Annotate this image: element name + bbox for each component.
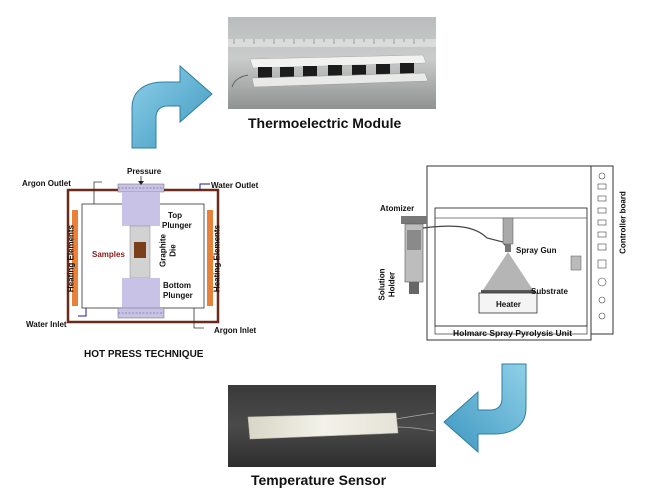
water-outlet-label: Water Outlet — [211, 181, 259, 190]
curved-arrow-up-right-icon — [131, 64, 213, 149]
water-inlet-label: Water Inlet — [26, 320, 67, 329]
bottom-plunger-label-2: Plunger — [163, 291, 193, 300]
hot-press-diagram — [66, 176, 220, 329]
pressure-label: Pressure — [127, 167, 162, 176]
samples-label: Samples — [92, 250, 125, 259]
top-plunger-label-2: Plunger — [162, 221, 192, 230]
heater-label: Heater — [496, 300, 521, 309]
substrate-label: Substrate — [531, 287, 568, 296]
temperature-sensor-caption: Temperature Sensor — [251, 472, 387, 488]
controller-board-label: Controller board — [618, 191, 628, 254]
curved-arrow-down-left-icon — [443, 363, 527, 454]
top-plunger-label-1: Top — [168, 211, 183, 220]
solution-label: Solution — [377, 268, 387, 301]
thermoelectric-module-photo — [228, 17, 436, 109]
heating-elements-left-label: Heating Elements — [66, 224, 76, 293]
argon-outlet-label: Argon Outlet — [22, 179, 71, 188]
holder-label: Holder — [387, 271, 397, 298]
temperature-sensor-photo — [228, 385, 436, 467]
spray-unit-caption: Holmarc Spray Pyrolysis Unit — [453, 328, 573, 338]
graphite-label: Graphite — [158, 234, 168, 267]
hot-press-caption: HOT PRESS TECHNIQUE — [84, 349, 204, 360]
heating-element-left — [72, 210, 78, 306]
die-label: Die — [168, 244, 178, 257]
argon-inlet-label: Argon Inlet — [214, 326, 257, 335]
spray-gun-label: Spray Gun — [516, 246, 557, 255]
spray-pyrolysis-diagram — [401, 165, 614, 341]
heating-element-right — [207, 210, 213, 306]
thermoelectric-module-caption: Thermoelectric Module — [248, 115, 402, 131]
atomizer-label: Atomizer — [380, 204, 415, 213]
heating-elements-right-label: Heating Elements — [212, 224, 222, 293]
bottom-plunger-label-1: Bottom — [163, 281, 191, 290]
